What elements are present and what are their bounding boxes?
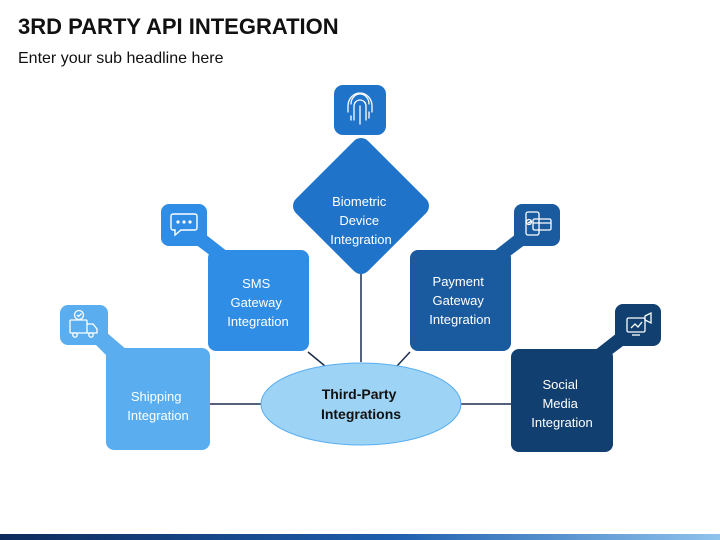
node-social-label: Social Media Integration <box>531 377 592 430</box>
delivery-truck-icon <box>69 309 98 338</box>
node-sms: SMS Gateway Integration <box>161 204 309 351</box>
node-sms-label: SMS Gateway Integration <box>227 276 288 329</box>
social-media-icon <box>626 311 652 336</box>
mobile-payment-icon <box>525 211 552 236</box>
node-payment-label: Payment Gateway Integration <box>429 274 490 327</box>
node-biometric-label: Biometric Device Integration <box>330 194 391 247</box>
node-payment: Payment Gateway Integration <box>410 204 560 351</box>
center-hub: Third-Party Integrations <box>260 362 462 446</box>
connector-payment <box>396 351 411 367</box>
center-hub-label: Third-Party Integrations <box>321 386 401 422</box>
node-shipping: Shipping Integration <box>60 305 210 450</box>
page-subtitle: Enter your sub headline here <box>18 50 224 67</box>
chat-bubble-icon <box>170 213 198 237</box>
page-title: 3RD PARTY API INTEGRATION <box>18 14 339 39</box>
node-shipping-label: Shipping Integration <box>127 389 188 423</box>
fingerprint-icon <box>347 92 373 125</box>
node-social: Social Media Integration <box>511 304 661 452</box>
bottom-accent-bar <box>0 534 720 540</box>
connector-sms <box>307 351 326 367</box>
node-biometric: Biometric Device Integration <box>293 85 429 274</box>
